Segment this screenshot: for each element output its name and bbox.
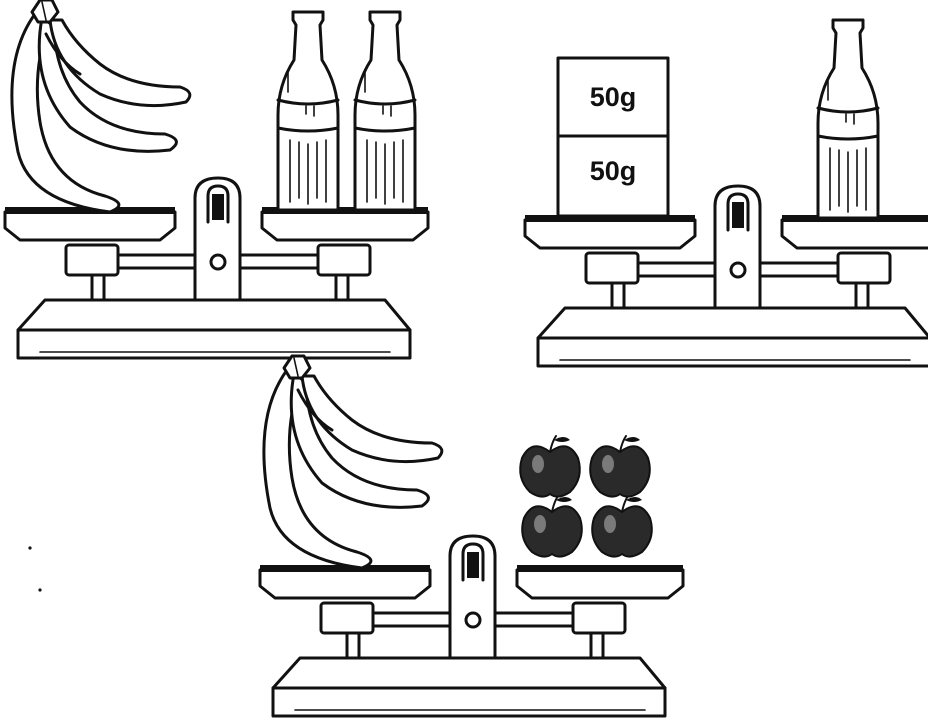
balance-scale-3: [260, 536, 683, 716]
bottle-right-pan-1b: [355, 12, 415, 210]
stray-mark: [28, 546, 31, 549]
scale-3: [260, 356, 683, 716]
scale-2: 50g 50g: [525, 20, 928, 366]
bottle-right-pan-2: [818, 20, 878, 218]
bananas-left-pan-3: [264, 356, 442, 568]
bananas-left-pan-1: [12, 0, 190, 212]
weight-stack: 50g 50g: [558, 58, 668, 216]
weight-label-bottom: 50g: [590, 156, 637, 186]
bottle-right-pan-1a: [278, 12, 338, 210]
apple-top-left: [520, 436, 580, 497]
weight-label-top: 50g: [590, 82, 637, 112]
apple-top-right: [590, 436, 650, 497]
stray-mark: [38, 588, 41, 591]
apple-bottom-right: [592, 496, 652, 557]
scale-1: [5, 0, 428, 358]
apple-stack: [520, 436, 652, 557]
apple-bottom-left: [522, 496, 582, 557]
